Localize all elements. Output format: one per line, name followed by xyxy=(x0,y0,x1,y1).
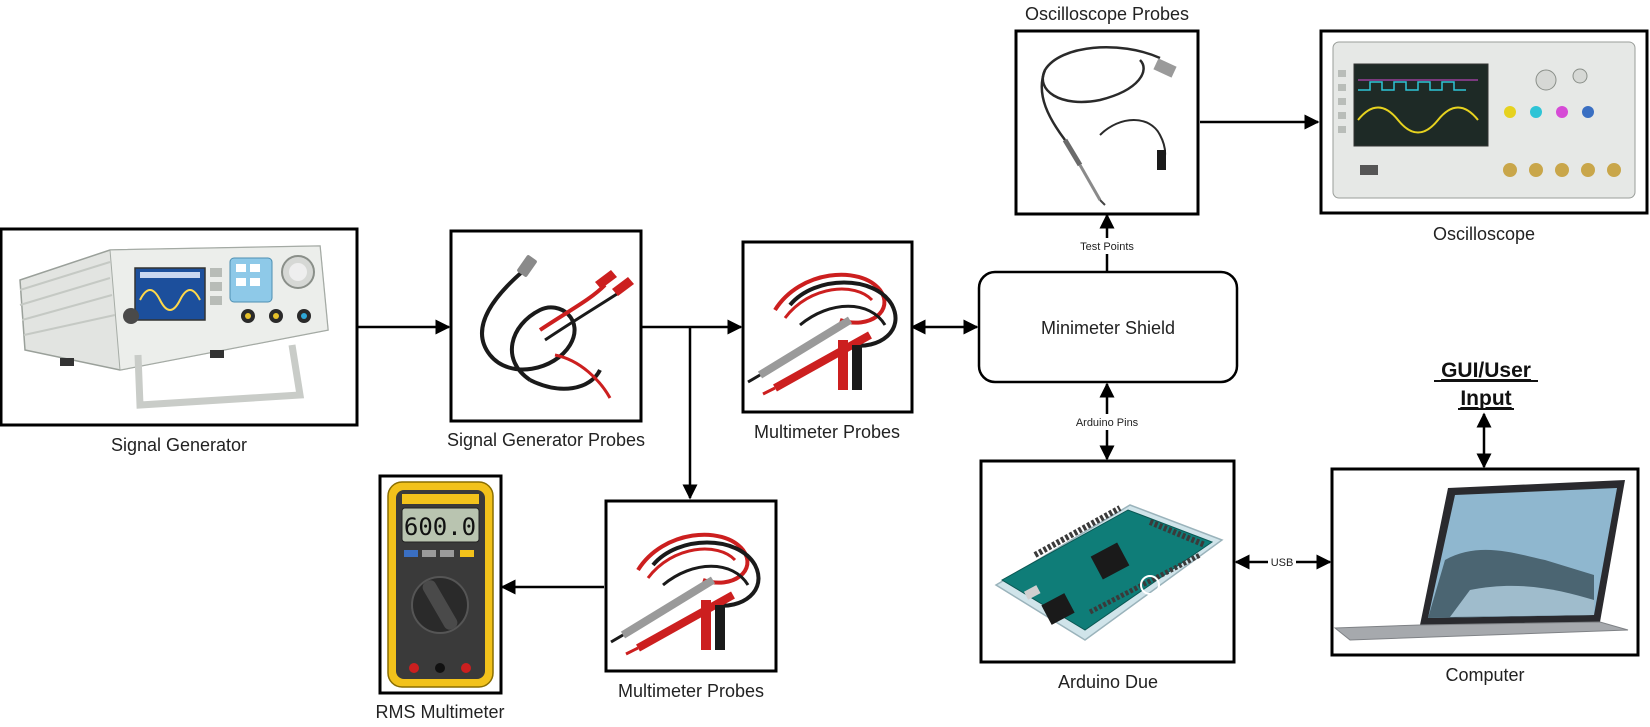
gui-label-line2: Input xyxy=(1460,387,1511,410)
node-computer: Computer xyxy=(1332,469,1638,685)
node-sg-probes: Signal Generator Probes xyxy=(447,231,645,450)
arduino-due-label: Arduino Due xyxy=(1058,672,1158,692)
arduino-pins-label: Arduino Pins xyxy=(1076,417,1139,429)
node-oscilloscope: Oscilloscope xyxy=(1321,31,1647,244)
usb-label: USB xyxy=(1271,557,1294,569)
rms-multimeter-icon: 600.0 xyxy=(388,482,493,687)
sg-probes-label: Signal Generator Probes xyxy=(447,430,645,450)
test-points-label: Test Points xyxy=(1080,241,1134,253)
node-mm-probes-top: Multimeter Probes xyxy=(743,242,912,442)
node-arduino-due: Arduino Due xyxy=(981,461,1234,692)
gui-label-line1: GUI/User xyxy=(1441,359,1531,382)
mm-probes-bottom-frame xyxy=(606,501,776,671)
node-gui-user-input: GUI/User Input xyxy=(1434,359,1538,410)
computer-label: Computer xyxy=(1445,665,1524,685)
oscilloscope-icon xyxy=(1333,42,1635,198)
signal-generator-label: Signal Generator xyxy=(111,435,247,455)
node-minimeter-shield: Minimeter Shield xyxy=(979,272,1237,382)
rms-multimeter-label: RMS Multimeter xyxy=(375,702,504,722)
mm-probes-bottom-label: Multimeter Probes xyxy=(618,681,764,701)
minimeter-shield-label: Minimeter Shield xyxy=(1041,318,1175,338)
osc-probes-label: Oscilloscope Probes xyxy=(1025,4,1189,24)
node-rms-multimeter: 600.0 RMS Multimeter xyxy=(375,476,504,722)
node-signal-generator: Signal Generator xyxy=(1,229,357,455)
mm-probes-top-frame xyxy=(743,242,912,412)
rms-display-value: 600.0 xyxy=(404,513,476,541)
oscilloscope-label: Oscilloscope xyxy=(1433,224,1535,244)
osc-probes-frame xyxy=(1016,31,1198,214)
node-osc-probes: Oscilloscope Probes xyxy=(1016,4,1198,214)
mm-probes-top-label: Multimeter Probes xyxy=(754,422,900,442)
node-mm-probes-bottom: Multimeter Probes xyxy=(606,501,776,701)
